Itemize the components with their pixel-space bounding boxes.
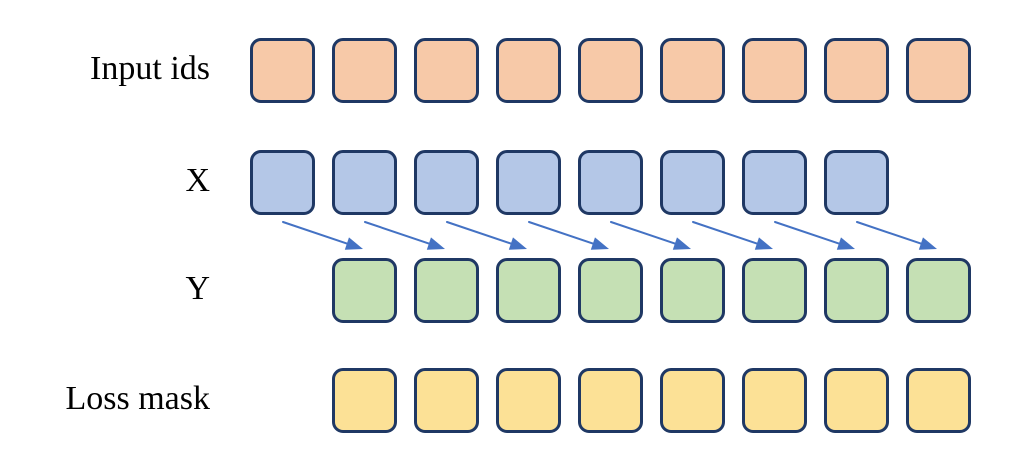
token-box-input-ids-3	[414, 38, 479, 103]
shift-arrow-2	[364, 221, 445, 250]
token-box-loss-mask-2	[414, 368, 479, 433]
shift-arrow-3	[446, 221, 527, 250]
token-box-input-ids-1	[250, 38, 315, 103]
token-box-loss-mask-1	[332, 368, 397, 433]
token-box-y-1	[332, 258, 397, 323]
shift-arrow-1	[282, 221, 363, 250]
token-box-input-ids-8	[824, 38, 889, 103]
token-box-y-2	[414, 258, 479, 323]
token-box-loss-mask-5	[660, 368, 725, 433]
token-box-input-ids-9	[906, 38, 971, 103]
token-box-input-ids-5	[578, 38, 643, 103]
token-box-loss-mask-7	[824, 368, 889, 433]
token-box-x-3	[414, 150, 479, 215]
token-box-x-1	[250, 150, 315, 215]
shift-arrow-6	[692, 221, 773, 250]
row-label-input-ids: Input ids	[90, 50, 210, 87]
token-box-x-8	[824, 150, 889, 215]
token-box-y-4	[578, 258, 643, 323]
token-box-y-8	[906, 258, 971, 323]
token-box-x-7	[742, 150, 807, 215]
row-label-y: Y	[185, 270, 210, 307]
shift-arrow-7	[774, 221, 855, 250]
token-box-input-ids-2	[332, 38, 397, 103]
row-label-x: X	[185, 162, 210, 199]
token-box-input-ids-6	[660, 38, 725, 103]
token-box-input-ids-4	[496, 38, 561, 103]
token-box-y-6	[742, 258, 807, 323]
token-box-x-5	[578, 150, 643, 215]
token-box-x-2	[332, 150, 397, 215]
shift-arrow-4	[528, 221, 609, 250]
token-box-loss-mask-3	[496, 368, 561, 433]
row-label-loss-mask: Loss mask	[65, 380, 211, 417]
token-box-y-5	[660, 258, 725, 323]
token-box-y-7	[824, 258, 889, 323]
token-box-loss-mask-8	[906, 368, 971, 433]
shift-arrow-8	[856, 221, 937, 250]
shift-arrow-5	[610, 221, 691, 250]
token-box-loss-mask-6	[742, 368, 807, 433]
token-box-input-ids-7	[742, 38, 807, 103]
token-box-loss-mask-4	[578, 368, 643, 433]
token-box-y-3	[496, 258, 561, 323]
token-box-x-4	[496, 150, 561, 215]
token-box-x-6	[660, 150, 725, 215]
